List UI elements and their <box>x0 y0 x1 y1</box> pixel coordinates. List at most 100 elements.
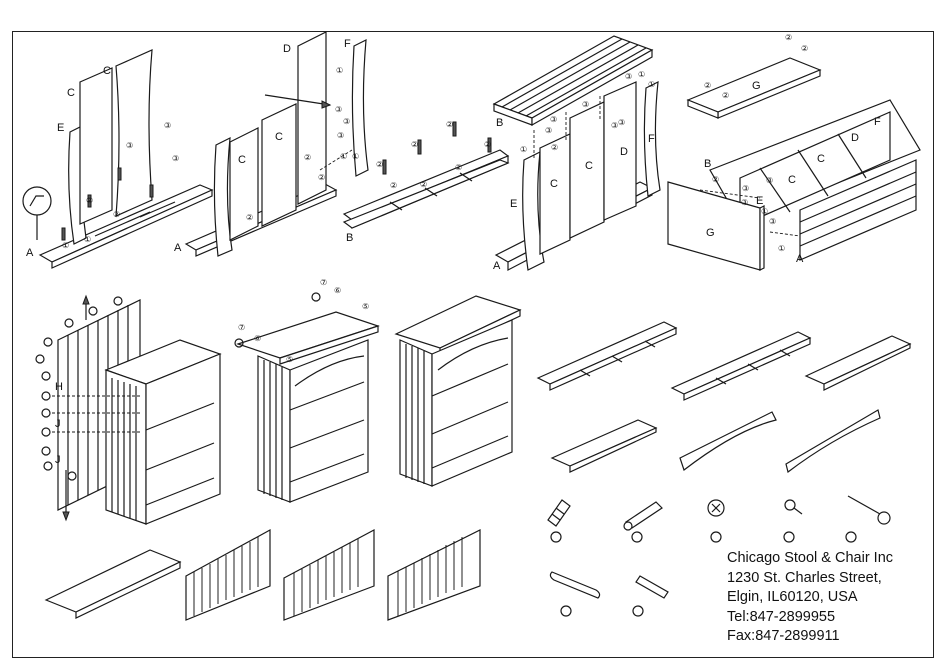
callout-number: ② <box>390 181 397 190</box>
part-label: B <box>704 158 711 170</box>
part-label: J <box>55 418 61 430</box>
callout-number: ① <box>761 207 768 216</box>
company-name: Chicago Stool & Chair Inc <box>727 549 893 569</box>
company-phone: Tel:847-2899955 <box>727 608 893 628</box>
callout-number: ① <box>778 244 785 253</box>
callout-number: ③ <box>741 198 748 207</box>
wall-anchor-icon <box>633 576 668 616</box>
part-label: C <box>550 178 558 190</box>
step5-assembly: G F D C C B E G A ② ② ② ② ② ③ ③ ③ ① ③ ① <box>668 33 920 270</box>
callout-number: ② <box>86 196 93 205</box>
callout-number: ③ <box>335 105 342 114</box>
part-label: G <box>752 80 761 92</box>
part-label: D <box>851 132 859 144</box>
callout-number: ② <box>446 120 453 129</box>
part-label: C <box>103 65 111 77</box>
part-label: C <box>67 87 75 99</box>
part-label: F <box>344 38 351 50</box>
company-city: Elgin, IL60120, USA <box>727 588 893 608</box>
callout-number: ③ <box>582 100 589 109</box>
callout-number: ② <box>801 44 808 53</box>
callout-number: ① <box>638 70 645 79</box>
callout-number: ③ <box>618 118 625 127</box>
callout-number: ② <box>246 213 253 222</box>
callout-number: ② <box>722 91 729 100</box>
callout-number: ③ <box>343 117 350 126</box>
step1-assembly: C C E A ③ ③ ③ ② ② ① ① <box>23 50 212 268</box>
callout-number: ③ <box>625 72 632 81</box>
company-street: 1230 St. Charles Street, <box>727 569 893 589</box>
callout-number: ② <box>411 140 418 149</box>
callout-number: ② <box>420 180 427 189</box>
callout-number: ② <box>484 140 491 149</box>
step4-assembly: B C C D F E A ③ ③ ③ ③ ③ ③ ① ① ① ② <box>493 36 660 272</box>
part-label: B <box>496 117 503 129</box>
callout-number: ③ <box>164 121 171 130</box>
callout-number: ③ <box>126 141 133 150</box>
callout-number: ② <box>704 81 711 90</box>
callout-number: ③ <box>742 184 749 193</box>
callout-number: ② <box>455 163 462 172</box>
part-label: C <box>585 160 593 172</box>
callout-number: ③ <box>550 115 557 124</box>
company-contact-block: Chicago Stool & Chair Inc 1230 St. Charl… <box>727 549 893 647</box>
part-label: H <box>55 381 63 393</box>
part-label: A <box>174 242 182 254</box>
callout-number: ① <box>84 235 91 244</box>
part-label: E <box>756 195 763 207</box>
callout-number: ③ <box>337 131 344 140</box>
callout-number: ① <box>352 152 359 161</box>
part-label: G <box>706 227 715 239</box>
callout-number: ① <box>336 66 343 75</box>
part-label: E <box>57 122 64 134</box>
callout-number: ② <box>318 173 325 182</box>
callout-number: ① <box>520 145 527 154</box>
callout-number: ② <box>785 33 792 42</box>
part-label: C <box>788 174 796 186</box>
cam-lock-icon <box>708 500 724 542</box>
bracket-icon <box>550 572 599 616</box>
callout-number: ⑤ <box>362 302 369 311</box>
callout-number: ⑦ <box>238 323 245 332</box>
part-label: J <box>55 454 61 466</box>
company-fax: Fax:847-2899911 <box>727 627 893 647</box>
bookcase-exploded-top: ⑦ ⑥ ⑤ ⑦ ⑥ ⑤ <box>235 278 378 502</box>
callout-number: ② <box>304 153 311 162</box>
connector-bolt-icon <box>624 502 662 542</box>
callout-number: ② <box>712 175 719 184</box>
part-label: D <box>283 43 291 55</box>
callout-number: ② <box>376 160 383 169</box>
callout-number: ① <box>340 152 347 161</box>
short-screw-icon <box>784 500 802 542</box>
step2-assembly: D F C C A ① ③ ③ ③ ① ① ② ② ② <box>174 32 368 256</box>
back-panel-assembly: H J J <box>36 296 220 524</box>
callout-number: ① <box>648 80 655 89</box>
callout-number: ⑦ <box>320 278 327 287</box>
callout-number: ③ <box>769 217 776 226</box>
callout-number: ③ <box>545 126 552 135</box>
step3-frame: B ② ② ② ② ② ② ② <box>344 120 508 244</box>
bookcase-finished <box>396 296 520 486</box>
callout-number: ② <box>113 210 120 219</box>
long-screw-icon <box>846 496 890 542</box>
part-label: D <box>620 146 628 158</box>
part-label: C <box>275 131 283 143</box>
part-label: C <box>238 154 246 166</box>
callout-number: ⑥ <box>334 286 341 295</box>
part-label: E <box>510 198 517 210</box>
part-label: F <box>648 133 655 145</box>
part-label: A <box>26 247 34 259</box>
callout-number: ⑤ <box>286 355 293 364</box>
dowel-icon <box>548 500 570 542</box>
part-label: B <box>346 232 353 244</box>
callout-number: ① <box>62 241 69 250</box>
part-label: A <box>796 253 804 265</box>
part-label: F <box>874 116 881 128</box>
callout-number: ⑥ <box>254 334 261 343</box>
part-label: A <box>493 260 501 272</box>
callout-number: ③ <box>611 121 618 130</box>
callout-number: ③ <box>172 154 179 163</box>
callout-number: ③ <box>766 176 773 185</box>
callout-number: ② <box>551 143 558 152</box>
part-label: C <box>817 153 825 165</box>
